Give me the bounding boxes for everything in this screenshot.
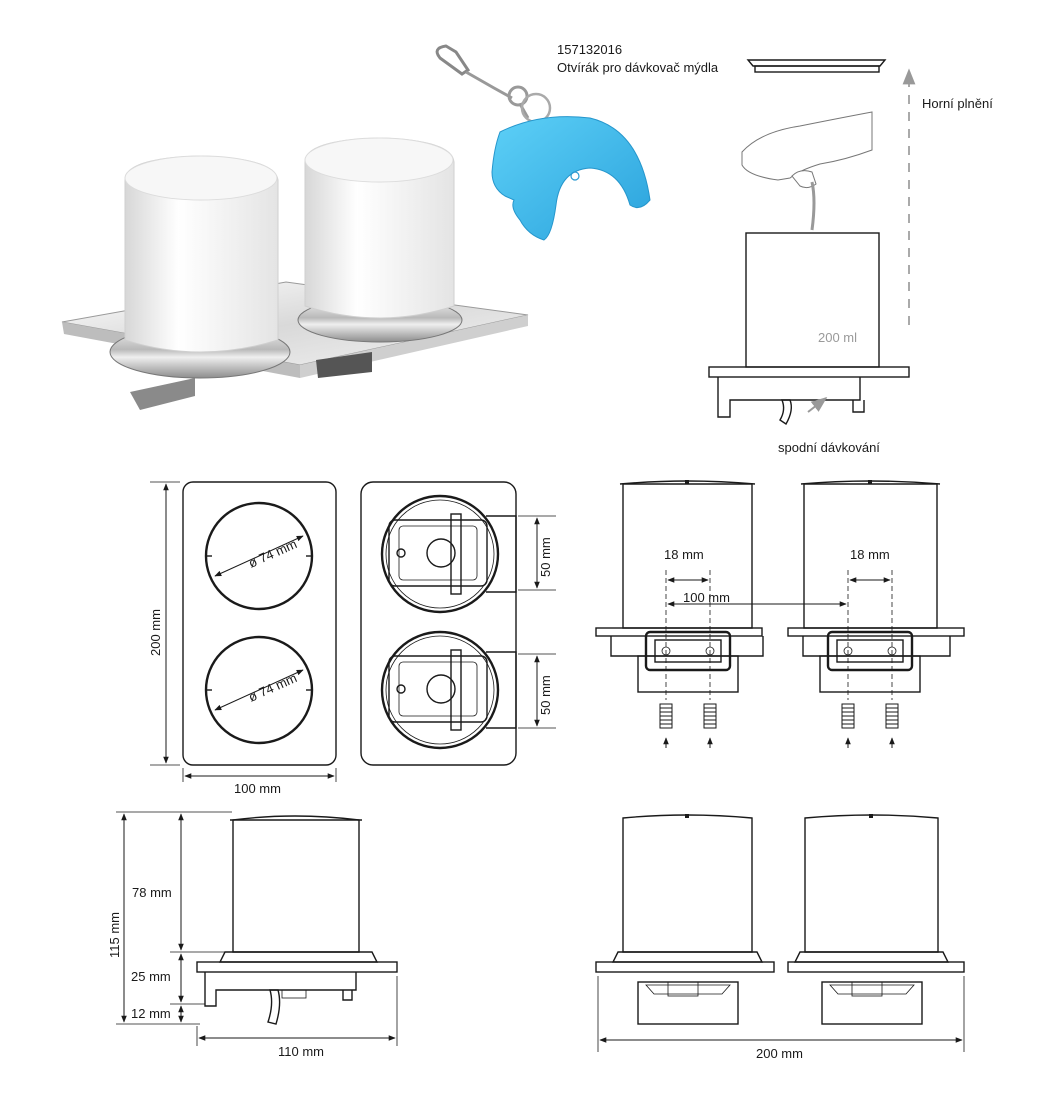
accessory-name: Otvírák pro dávkovač mýdla (557, 60, 719, 75)
foot-height-label: 12 mm (131, 1006, 171, 1021)
screw-icon (885, 703, 899, 729)
top-fill-label: Horní plnění (922, 96, 993, 111)
lid-drawing (746, 59, 887, 73)
plan-width-label: 100 mm (234, 781, 281, 796)
filling-diagram: 200 ml (708, 68, 916, 425)
back-view (360, 481, 556, 766)
centers-label: 100 mm (683, 590, 730, 605)
bottom-dispense-label: spodní dávkování (778, 440, 880, 455)
plan-view (150, 481, 337, 782)
plan-height-label: 200 mm (148, 609, 163, 656)
soap-stream-icon (810, 181, 816, 231)
volume-label: 200 ml (818, 330, 857, 345)
front-width-label: 200 mm (756, 1046, 803, 1061)
key-opener-photo (435, 44, 651, 241)
back-spacing-top-label: 50 mm (538, 537, 553, 577)
screw-icon (659, 703, 673, 729)
product-photo (61, 137, 529, 410)
front-view (595, 814, 965, 1052)
container-outline (745, 232, 880, 368)
side-view (116, 811, 398, 1046)
back-spacing-bottom-label: 50 mm (538, 675, 553, 715)
diameter-top-label: ø 74 mm (246, 536, 299, 571)
container-height-label: 78 mm (132, 885, 172, 900)
depth-label: 110 mm (278, 1044, 324, 1059)
total-height-label: 115 mm (107, 912, 122, 958)
front-mounting-view (595, 480, 965, 748)
slot-left-label: 18 mm (664, 547, 704, 562)
slot-right-label: 18 mm (850, 547, 890, 562)
base-height-label: 25 mm (131, 969, 171, 984)
screw-icon (841, 703, 855, 729)
hand-icon (741, 111, 873, 181)
screw-icon (703, 703, 717, 729)
diameter-bottom-label: ø 74 mm (246, 670, 299, 705)
accessory-code: 157132016 (557, 42, 622, 57)
dispense-arrow-icon (807, 397, 828, 413)
